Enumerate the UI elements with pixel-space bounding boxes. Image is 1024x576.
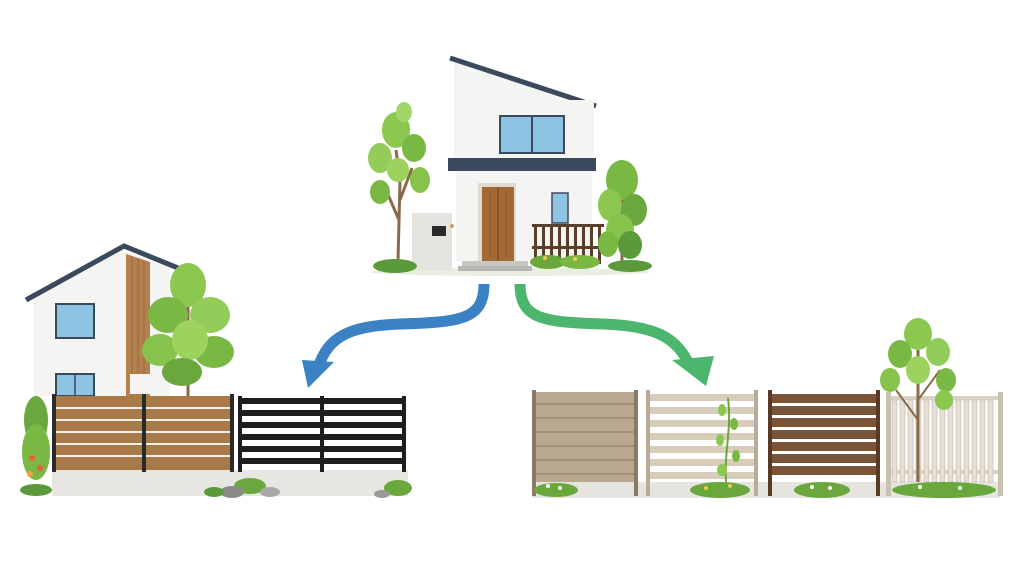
top-house <box>368 55 652 276</box>
left-flower-shrub <box>20 396 52 496</box>
fence-samples <box>532 318 1003 498</box>
black-fence <box>238 396 406 472</box>
fence-sample-2 <box>646 390 758 498</box>
side-window <box>551 192 569 224</box>
arrow-right-head-icon <box>672 356 714 386</box>
mailbox-icon <box>432 226 446 236</box>
left-house <box>20 243 412 498</box>
fence-sample-4 <box>880 318 1003 498</box>
arrow-right <box>514 283 714 386</box>
wood-fence <box>52 394 234 472</box>
left-house-upper-window <box>55 303 95 339</box>
roof-line <box>449 55 597 109</box>
gate-pillar <box>412 213 452 271</box>
arrow-left <box>302 283 490 388</box>
arrow-left-head-icon <box>302 360 334 388</box>
fence-sample-3 <box>768 390 880 498</box>
top-right-tree <box>598 160 647 268</box>
fence-sample-1 <box>532 390 638 497</box>
left-house-tree <box>142 263 234 396</box>
